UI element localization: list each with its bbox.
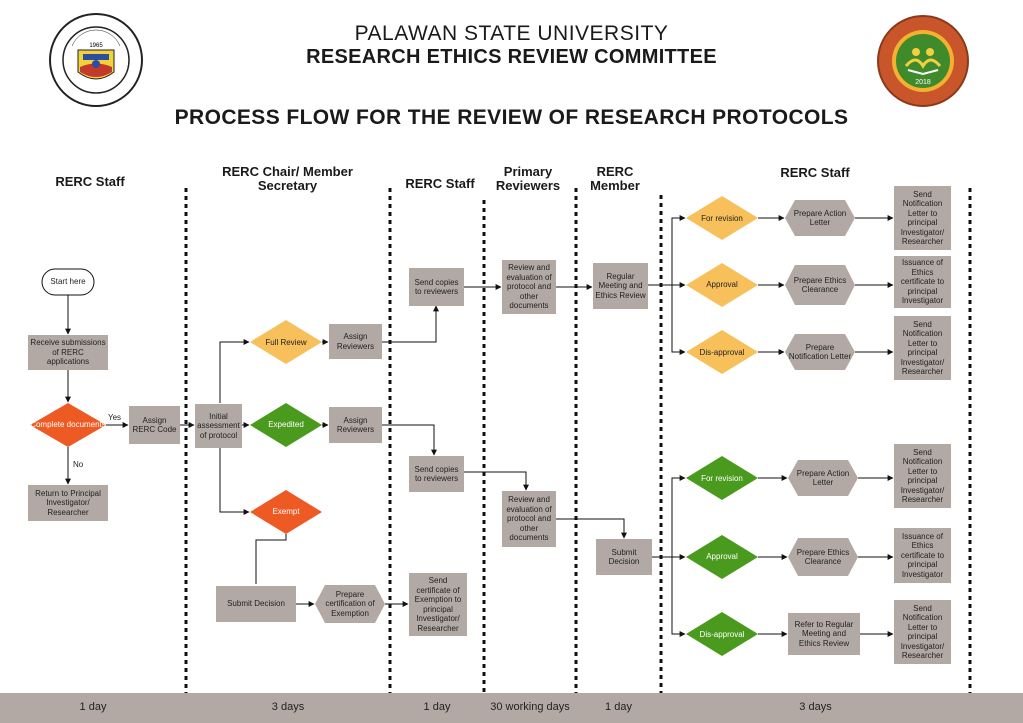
- lane-separators: [184, 188, 972, 694]
- complete-documents-diamond: [30, 403, 106, 447]
- prepare-clearance-2-label: Prepare Ethics Clearance: [796, 547, 850, 567]
- for-revision-1-diamond: [686, 196, 758, 240]
- university-seal-logo: 1965: [49, 13, 143, 107]
- duration-rerc-staff-2: 1 day: [423, 701, 451, 713]
- disapproval-1-diamond: [686, 330, 758, 374]
- send-copies-2-box: Send copies to reviewers: [409, 456, 464, 492]
- prep-notif-1-hex: [785, 334, 855, 370]
- review-evaluation-2-box: Review and evaluation of protocol and ot…: [502, 491, 556, 547]
- approval-1-label: Approval: [706, 280, 738, 290]
- review-evaluation-1-box: Review and evaluation of protocol and ot…: [502, 260, 556, 314]
- lane-rerc-staff-3: RERC Staff: [780, 165, 850, 180]
- prep-action-2-hex: [788, 460, 858, 496]
- send-copies-1-box: Send copies to reviewers: [409, 268, 464, 306]
- lane-rerc-staff-1: RERC Staff: [55, 174, 125, 189]
- prepare-action-1-label: Prepare Action Letter: [793, 208, 847, 228]
- university-name: PALAWAN STATE UNIVERSITY: [354, 22, 669, 45]
- committee-name: RESEARCH ETHICS REVIEW COMMITTEE: [306, 46, 717, 68]
- for-revision-1-label: For revision: [701, 214, 743, 224]
- assign-reviewers-1-box: Assign Reviewers: [329, 324, 382, 359]
- prepare-certification-label: Prepare certification of Exemption: [325, 589, 375, 618]
- lane-rerc-staff-2: RERC Staff: [405, 176, 475, 191]
- start-here-label: Start here: [50, 277, 86, 287]
- initial-assessment-box: Initial assessment of protocol: [195, 404, 242, 448]
- committee-logo: 2018: [877, 15, 969, 107]
- issuance-2-box: Issuance of Ethics certificate to princi…: [894, 528, 951, 583]
- regular-meeting-box: Regular Meeting and Ethics Review: [593, 263, 648, 309]
- approval-2-label: Approval: [706, 552, 738, 562]
- send-notification-2-box: Send Notification Letter to principal In…: [894, 316, 951, 380]
- lane-rerc-member: RERC Member: [590, 164, 640, 193]
- duration-rerc-staff-3: 3 days: [799, 701, 832, 713]
- expedited-diamond: [250, 403, 322, 447]
- disapproval-2-diamond: [686, 612, 758, 656]
- submit-decision-exempt-box: Submit Decision: [216, 586, 296, 622]
- refer-regular-meeting-box: Refer to Regular Meeting and Ethics Revi…: [788, 613, 860, 655]
- receive-submissions-box: Receive submissions of RERC applications: [28, 335, 108, 370]
- for-revision-2-label: For revision: [701, 474, 743, 484]
- full-review-label: Full Review: [265, 338, 307, 348]
- send-certificate-box: Send certificate of Exemption to princip…: [409, 573, 467, 636]
- full-review-diamond: [250, 320, 322, 364]
- submit-decision-box: Submit Decision: [596, 539, 652, 575]
- logo-year: 2018: [915, 79, 931, 86]
- approval-2-diamond: [686, 535, 758, 579]
- seal-year: 1965: [89, 43, 103, 49]
- approval-1-diamond: [686, 263, 758, 307]
- prepare-action-2-label: Prepare Action Letter: [796, 468, 850, 488]
- exempt-label: Exempt: [272, 507, 300, 517]
- disapproval-1-label: Dis-approval: [699, 348, 745, 358]
- complete-documents-label: Complete documents: [30, 420, 106, 430]
- lane-chair: RERC Chair/ Member Secretary: [222, 164, 353, 193]
- exempt-diamond: [250, 490, 322, 534]
- duration-primary-reviewers: 30 working days: [490, 701, 570, 713]
- no-label: No: [73, 460, 84, 469]
- duration-footer-bar: [0, 693, 1023, 723]
- process-title: PROCESS FLOW FOR THE REVIEW OF RESEARCH …: [174, 106, 849, 129]
- duration-rerc-staff-1: 1 day: [79, 701, 107, 713]
- prep-clearance-2-hex: [788, 538, 858, 576]
- duration-chair: 3 days: [271, 701, 305, 713]
- assign-reviewers-2-box: Assign Reviewers: [329, 407, 382, 443]
- assign-rerc-code-box: Assign RERC Code: [129, 406, 180, 444]
- prepare-clearance-1-label: Prepare Ethics Clearance: [793, 275, 847, 295]
- for-revision-2-diamond: [686, 456, 758, 500]
- issuance-1-box: Issuance of Ethics certificate to princi…: [894, 256, 951, 308]
- lane-primary-reviewers: Primary Reviewers: [495, 164, 561, 193]
- expedited-label: Expedited: [268, 420, 304, 430]
- prep-cert-hex: [315, 585, 385, 623]
- return-to-pi-box: Return to Principal Investigator/ Resear…: [28, 485, 108, 521]
- send-notification-1-box: Send Notification Letter to principal In…: [894, 186, 951, 250]
- send-notification-3-box: Send Notification Letter to principal In…: [894, 444, 951, 508]
- prepare-notification-label: Prepare Notification Letter: [788, 342, 852, 362]
- prep-clearance-1-hex: [785, 265, 855, 305]
- disapproval-2-label: Dis-approval: [699, 630, 745, 640]
- send-notification-4-box: Send Notification Letter to principal In…: [894, 600, 951, 664]
- duration-rerc-member: 1 day: [605, 701, 632, 713]
- prep-action-1-hex: [785, 200, 855, 236]
- yes-label: Yes: [108, 413, 122, 422]
